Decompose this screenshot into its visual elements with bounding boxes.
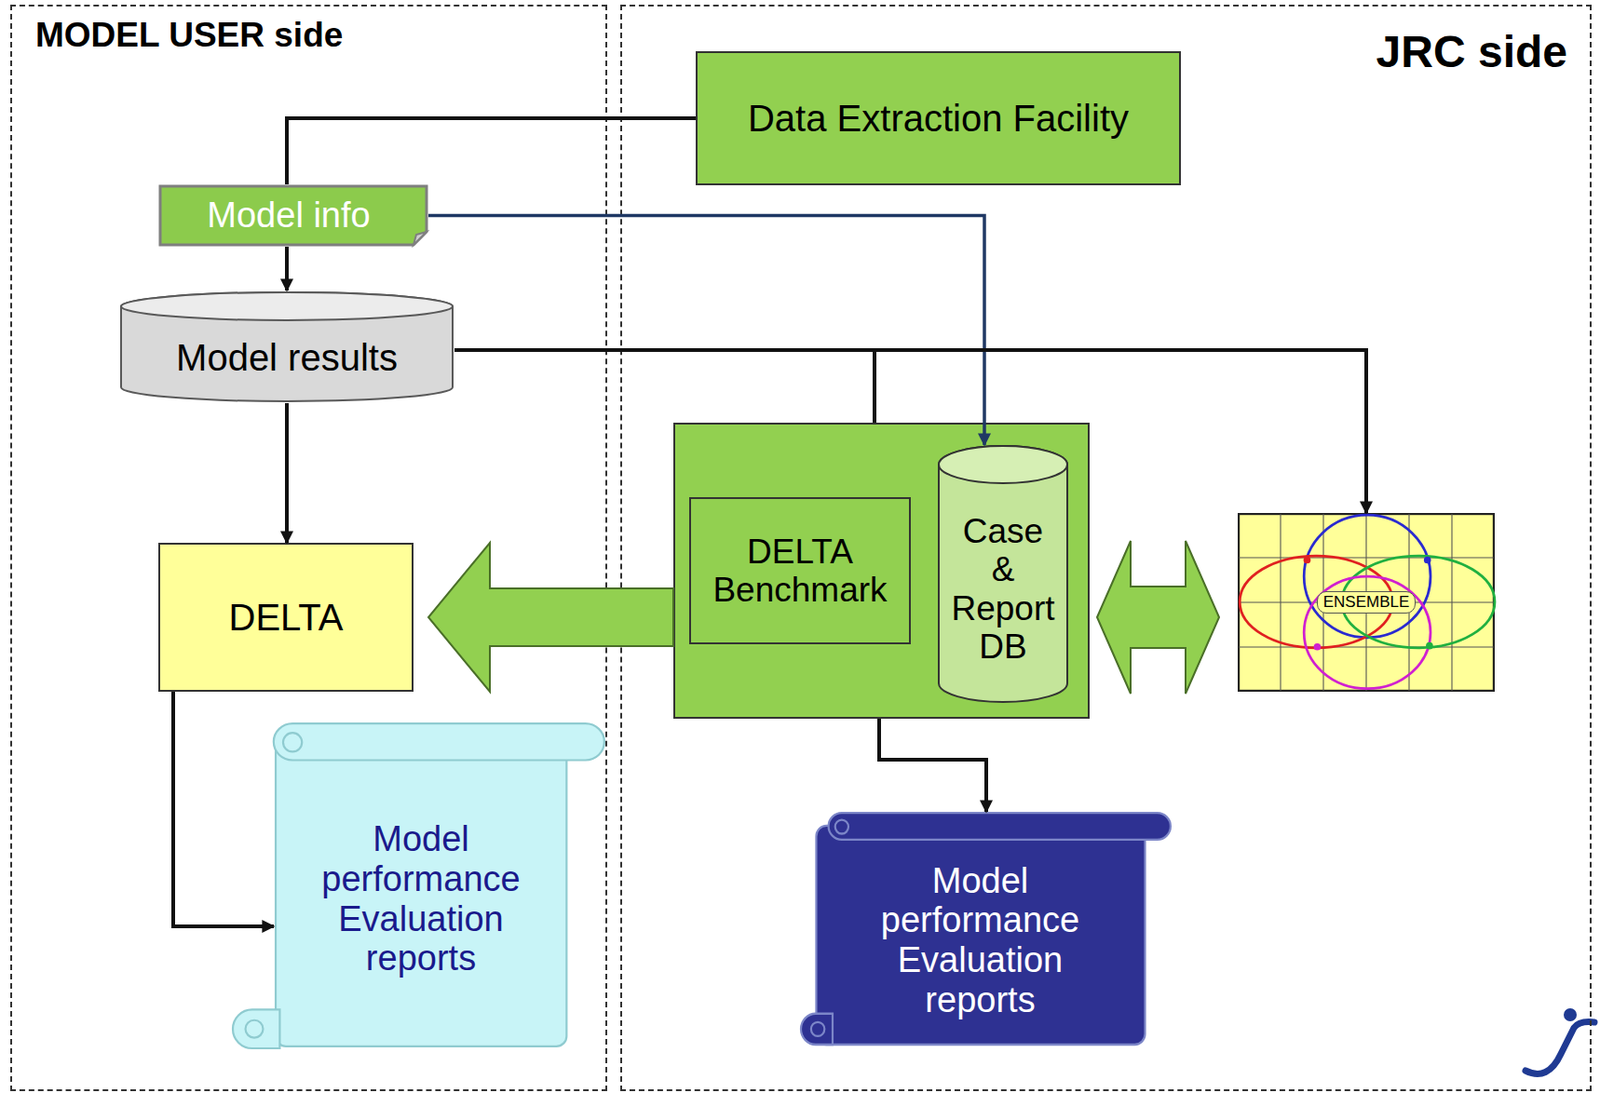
ensemble-figure: ENSEMBLE: [1237, 513, 1495, 692]
report-scroll: Model performance Evaluation reports: [800, 812, 1172, 1045]
ensemble-ellipse: [1303, 576, 1431, 690]
intersection-dot: [1314, 643, 1322, 651]
region-title: MODEL USER side: [35, 15, 606, 55]
box-label: ENSEMBLE: [1316, 591, 1417, 613]
note-fold: [413, 231, 427, 245]
flow-connector: [454, 350, 875, 423]
flow-connector: [173, 691, 274, 927]
scroll-bar: [273, 723, 605, 760]
container-box: DELTA Benchmark Case & Report DB: [673, 422, 1090, 719]
box-label: DELTA: [229, 596, 344, 639]
block-arrow: [1097, 541, 1220, 694]
scroll-body: [815, 826, 1145, 1045]
block-arrow: [428, 542, 674, 692]
flow-connector: [284, 403, 289, 543]
flow-connector: [428, 216, 985, 447]
flow-connector: [286, 118, 696, 185]
report-scroll: Model performance Evaluation reports: [232, 722, 606, 1049]
intersection-dot: [1425, 642, 1434, 651]
scroll-bar: [828, 813, 1171, 841]
region-panel: MODEL USER sideModel infoModel resultsDE…: [10, 4, 608, 1092]
flow-connector: [879, 718, 987, 813]
box-label: Model performance Evaluation reports: [840, 861, 1121, 1020]
database-cylinder: Case & Report DB: [936, 444, 1070, 705]
grid-line: [1238, 556, 1494, 558]
cylinder-top: [938, 446, 1068, 484]
box-label: Model info: [206, 195, 370, 236]
scroll-bar-ring: [835, 820, 849, 835]
cylinder-body: [121, 292, 453, 402]
intersection-dot: [1303, 556, 1312, 565]
database-cylinder: Model results: [119, 290, 455, 404]
logo-swoosh: [1525, 1022, 1595, 1075]
process-box: Data Extraction Facility: [695, 51, 1181, 186]
scroll-bar-ring: [283, 732, 302, 752]
info-note: Model info: [158, 184, 429, 247]
process-box: DELTA: [158, 542, 414, 692]
grid-frame: [1238, 514, 1494, 692]
cylinder-top: [121, 292, 453, 321]
box-label: Model results: [176, 337, 398, 380]
process-box: DELTA Benchmark: [689, 497, 911, 645]
note-shape: [160, 186, 427, 245]
scroll-curl-ring: [811, 1022, 825, 1037]
grid-line: [1238, 646, 1494, 648]
flow-connector: [284, 246, 289, 291]
region-title: JRC side: [622, 27, 1568, 78]
cylinder-body: [938, 446, 1068, 703]
scroll-curl: [232, 1009, 280, 1049]
scroll-curl-ring: [245, 1020, 264, 1039]
box-label: Model performance Evaluation reports: [285, 819, 556, 978]
intersection-dot: [1423, 556, 1432, 565]
region-panel: JRC sideData Extraction FacilityDELTA Be…: [620, 4, 1592, 1092]
box-label: DELTA Benchmark: [702, 532, 898, 611]
box-label: Case & Report DB: [949, 512, 1058, 667]
scroll-curl: [800, 1014, 833, 1045]
box-label: Data Extraction Facility: [747, 97, 1129, 140]
scroll-body: [275, 741, 567, 1047]
logo-dot: [1563, 1008, 1577, 1022]
